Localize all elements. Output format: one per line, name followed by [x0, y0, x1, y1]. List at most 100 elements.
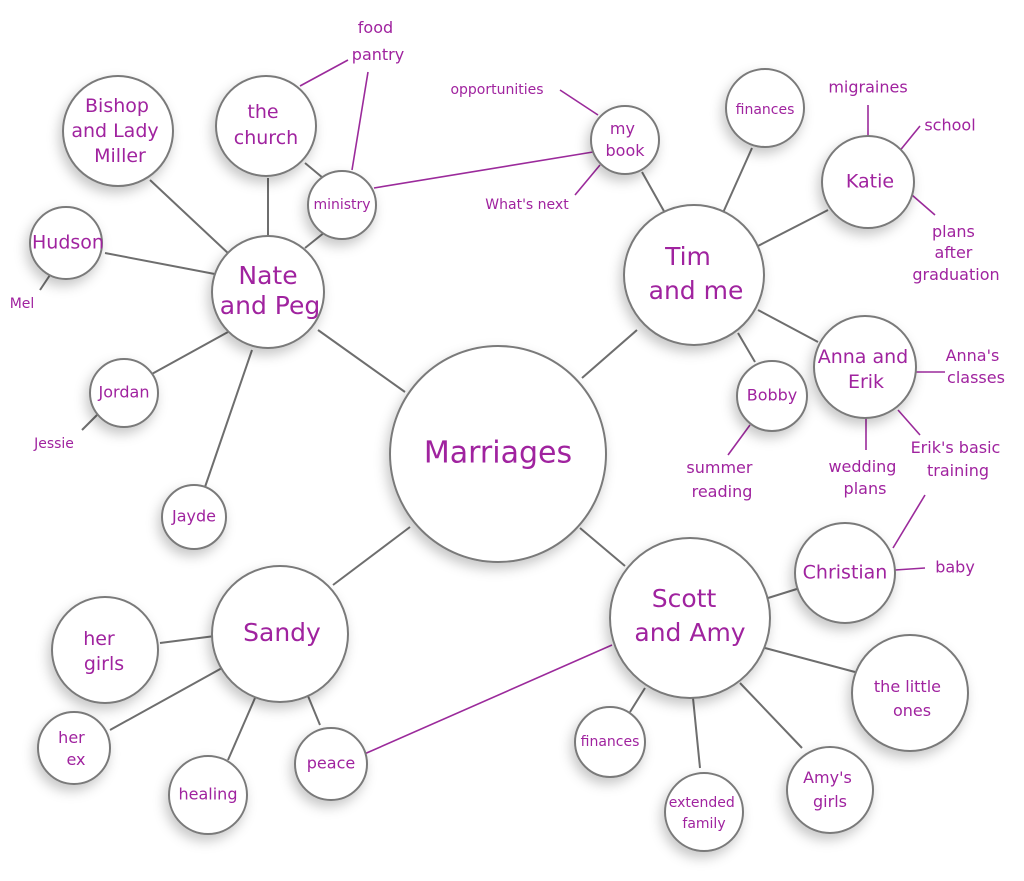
node-katie-label: Katie — [846, 171, 894, 193]
node-amys-girls-label: Amy's girls — [803, 768, 857, 811]
node-amys-girls-circle — [786, 746, 874, 834]
node-finances-tim-label: finances — [736, 102, 795, 118]
node-sandy-circle — [211, 565, 349, 703]
node-finances-tim-circle — [725, 68, 805, 148]
node-scott-amy-label: Scott and Amy — [634, 584, 745, 647]
node-nate-peg-circle — [211, 235, 325, 349]
label-whats-next: What's next — [485, 197, 569, 213]
edge-tim-finances — [721, 147, 753, 216]
node-ministry-label: ministry — [313, 197, 370, 213]
node-bobby-label: Bobby — [747, 386, 798, 405]
node-christian-circle — [794, 522, 896, 624]
node-church-label: the church — [234, 101, 298, 149]
node-scott-amy-circle — [609, 537, 771, 699]
edge-katie-school — [897, 125, 921, 154]
edge-nate-jayde — [204, 349, 253, 488]
node-labels: Marriages Nate and Peg Tim and me Sandy … — [32, 95, 946, 833]
edge-ministry-my-book — [373, 151, 594, 189]
label-plans-after-graduation: plans after graduation — [912, 222, 999, 284]
node-bishop-label: Bishop and Lady Miller — [71, 95, 164, 167]
edge-marriages-scott-amy — [579, 527, 626, 567]
node-bishop-circle — [62, 75, 174, 187]
edge-church-ministry — [304, 162, 324, 179]
edge-scott-little-ones — [764, 647, 856, 673]
node-marriages-label: Marriages — [424, 436, 572, 471]
label-wedding-plans: wedding plans — [828, 457, 901, 498]
branch-labels: food pantry Mel Jessie opportunities Wha… — [10, 18, 1006, 577]
node-her-ex-circle — [37, 711, 111, 785]
edge-katie-plans — [911, 194, 936, 216]
edge-christian-training — [892, 494, 926, 549]
label-food-pantry: food pantry — [352, 18, 404, 64]
node-ministry-circle — [307, 170, 377, 240]
node-sandy-label: Sandy — [243, 618, 321, 647]
label-baby: baby — [935, 558, 975, 577]
node-tim-me-label: Tim and me — [649, 242, 744, 305]
edge-christian-baby — [894, 567, 926, 571]
node-hudson-circle — [29, 206, 103, 280]
node-little-ones-label: the little ones — [874, 677, 946, 720]
node-extended-family-label: extended family — [669, 795, 739, 832]
edge-nate-jordan — [149, 331, 229, 376]
edge-sandy-her-girls — [159, 635, 216, 644]
node-marriages-circle — [389, 345, 607, 563]
label-annas-classes: Anna's classes — [946, 346, 1005, 387]
node-hudson-label: Hudson — [32, 232, 104, 254]
node-little-ones-circle — [851, 634, 969, 752]
node-my-book-circle — [590, 105, 660, 175]
node-jayde-label: Jayde — [171, 507, 216, 526]
node-nate-peg-label: Nate and Peg — [220, 261, 320, 320]
node-tim-me-circle — [623, 204, 765, 346]
edge-marriages-nate-peg — [317, 329, 406, 393]
node-peace-circle — [294, 727, 368, 801]
node-katie-circle — [821, 135, 915, 229]
nodes — [29, 68, 969, 852]
edge-scott-christian — [767, 587, 801, 599]
node-anna-erik-label: Anna and Erik — [818, 346, 915, 393]
node-anna-erik-circle — [813, 315, 917, 419]
edge-nate-ministry — [304, 231, 326, 249]
node-christian-label: Christian — [803, 562, 888, 584]
node-jayde-circle — [161, 484, 227, 550]
node-church-circle — [215, 75, 317, 177]
label-opportunities: opportunities — [450, 82, 543, 98]
edge-scott-amys-girls — [739, 682, 803, 749]
edge-nate-hudson — [104, 252, 221, 276]
label-mel: Mel — [10, 296, 35, 312]
node-her-girls-label: her girls — [83, 628, 124, 675]
node-jordan-label: Jordan — [98, 383, 150, 402]
label-school: school — [924, 116, 975, 135]
edge-marriages-sandy — [332, 526, 411, 586]
label-eriks-basic-training: Erik's basic training — [911, 438, 1006, 480]
edge-sandy-her-ex — [109, 667, 223, 731]
node-her-ex-label: her ex — [58, 728, 90, 769]
edge-book-opportunities — [559, 89, 599, 116]
node-finances-scott-label: finances — [581, 734, 640, 750]
edge-bobby-summer — [727, 424, 751, 456]
edge-tim-bobby — [737, 332, 756, 363]
node-finances-scott-circle — [574, 706, 646, 778]
edge-sandy-peace — [307, 695, 321, 726]
edge-ministry-food-pantry — [351, 71, 369, 171]
edge-church-food-pantry — [299, 59, 349, 87]
edge-sandy-healing — [227, 697, 256, 761]
label-summer-reading: summer reading — [686, 458, 757, 501]
node-her-girls-circle — [51, 596, 159, 704]
edge-scott-peace — [361, 644, 613, 756]
label-migraines: migraines — [828, 78, 907, 97]
edge-tim-katie — [755, 209, 829, 248]
node-my-book-label: my book — [606, 119, 646, 160]
edge-book-whats-next — [574, 164, 601, 196]
edge-nate-bishop — [149, 179, 231, 256]
edge-scott-finances — [629, 687, 646, 713]
node-peace-label: peace — [307, 754, 355, 773]
label-jessie: Jessie — [33, 436, 74, 452]
node-healing-circle — [168, 755, 248, 835]
edge-marriages-tim-me — [581, 329, 638, 379]
edge-scott-extended — [692, 697, 701, 769]
node-jordan-circle — [89, 358, 159, 428]
node-extended-family-circle — [664, 772, 744, 852]
edge-anna-erik-training — [897, 409, 921, 436]
edge-tim-anna-erik — [757, 309, 819, 343]
